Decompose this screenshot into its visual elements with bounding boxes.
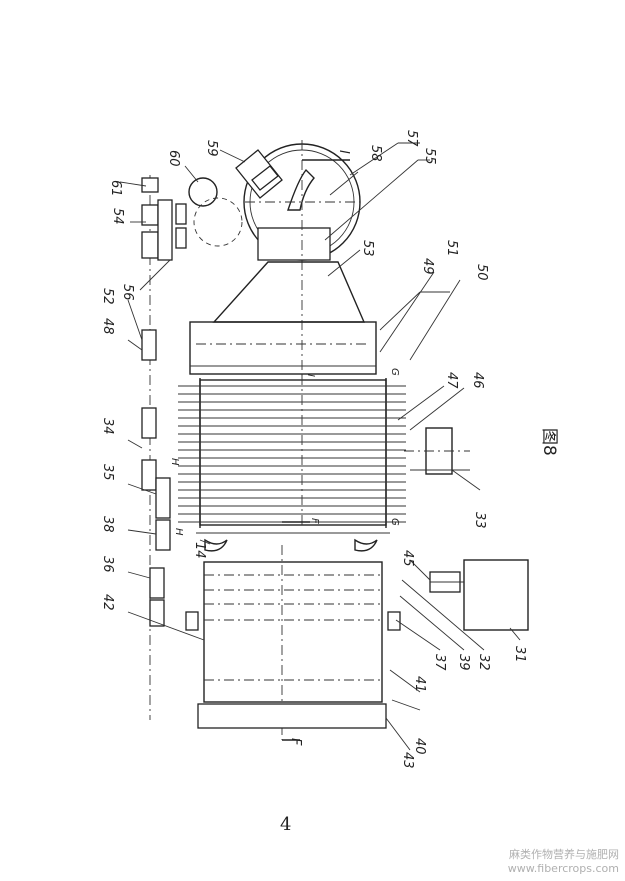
page-number: 4 xyxy=(280,814,292,835)
section-g-bottom: G xyxy=(389,518,400,526)
bottom-bar-43 xyxy=(197,703,387,729)
callout-47: 47 xyxy=(444,372,459,389)
callout-labels: 61 60 59 58 57 55 54 56 53 49 51 50 52 4… xyxy=(100,130,527,769)
callout-55: 55 xyxy=(422,148,437,165)
component-33 xyxy=(404,427,470,475)
tilted-block-59 xyxy=(235,149,283,199)
callout-41: 41 xyxy=(412,676,427,693)
callout-35: 35 xyxy=(100,464,115,481)
callout-33: 33 xyxy=(472,512,487,529)
callout-46: 46 xyxy=(470,372,485,389)
callout-42: 42 xyxy=(100,594,115,611)
section-h-top: H xyxy=(169,458,180,466)
callout-31: 31 xyxy=(512,646,527,663)
guide-pair-14 xyxy=(196,532,390,552)
callout-50: 50 xyxy=(474,264,489,281)
left-shaft-column xyxy=(141,175,173,720)
callout-38: 38 xyxy=(100,516,115,533)
callout-56: 56 xyxy=(120,284,135,301)
watermark-line2: www.fibercrops.com xyxy=(507,862,619,875)
watermark-line1: 麻类作物营养与施肥网 xyxy=(509,848,619,861)
funnel-53 xyxy=(212,261,366,323)
callout-53: 53 xyxy=(360,240,375,257)
upper-box-49 xyxy=(189,321,377,375)
section-h-bottom: H xyxy=(173,528,184,536)
callout-45: 45 xyxy=(400,550,415,567)
callout-37: 37 xyxy=(432,654,447,671)
callout-14: 14 xyxy=(192,542,207,559)
callout-34: 34 xyxy=(100,418,115,435)
callout-60: 60 xyxy=(166,150,181,167)
callout-43: 43 xyxy=(400,752,415,769)
motor-31 xyxy=(429,559,529,631)
section-marks xyxy=(282,159,350,741)
callout-32: 32 xyxy=(476,654,491,671)
section-letters: I I G G H H F F xyxy=(169,150,400,746)
callout-51: 51 xyxy=(444,240,459,257)
drum-assembly xyxy=(243,140,361,380)
callout-49: 49 xyxy=(420,258,435,275)
section-f-mid: F xyxy=(309,518,320,524)
section-f-bottom: F xyxy=(288,738,303,746)
callout-40: 40 xyxy=(412,738,427,755)
callout-39: 39 xyxy=(456,654,471,671)
figure-label: 图8 xyxy=(539,428,559,456)
callout-48: 48 xyxy=(100,318,115,335)
callout-61: 61 xyxy=(108,180,123,197)
section-i-mid: I xyxy=(305,374,316,377)
callout-36: 36 xyxy=(100,556,115,573)
pulley-assembly xyxy=(175,177,243,249)
callout-54: 54 xyxy=(110,208,125,225)
section-g-top: G xyxy=(389,368,400,376)
callout-57: 57 xyxy=(404,130,419,147)
roller-bank xyxy=(178,375,406,528)
callout-52: 52 xyxy=(100,288,115,305)
callout-59: 59 xyxy=(204,140,219,157)
watermark: 麻类作物营养与施肥网 www.fibercrops.com xyxy=(508,848,619,876)
section-i-top: I xyxy=(336,150,351,154)
callout-58: 58 xyxy=(368,145,383,162)
lower-box-42 xyxy=(185,545,401,740)
leader-lines xyxy=(119,142,521,751)
